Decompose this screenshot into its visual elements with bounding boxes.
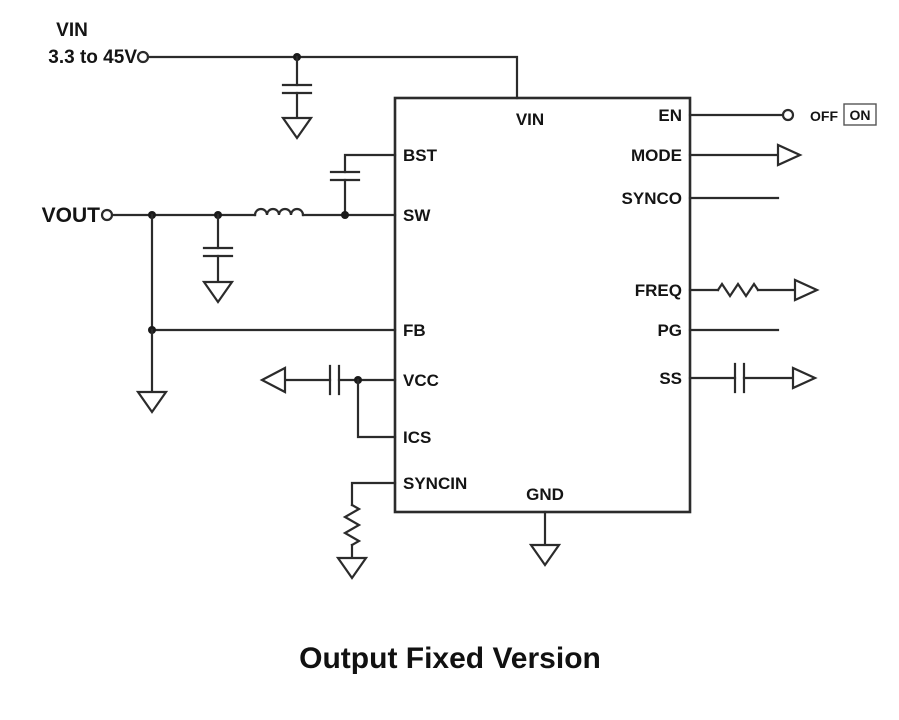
bst-sw-junction-dot	[341, 211, 349, 219]
mode-arrow	[776, 143, 803, 167]
switch-on-label: ON	[850, 107, 871, 123]
pin-label-syncin: SYNCIN	[403, 474, 467, 493]
pin-label-vin: VIN	[516, 110, 544, 129]
input-ground-symbol	[280, 116, 314, 140]
pin-label-freq: FREQ	[635, 281, 682, 300]
pin-label-fb: FB	[403, 321, 426, 340]
syncin-wire	[350, 481, 397, 507]
fb-wire	[150, 213, 397, 332]
pin-label-ics: ICS	[403, 428, 431, 447]
gnd-ground-symbol	[528, 543, 562, 567]
vin-wire	[146, 55, 519, 100]
switch-on-box	[843, 103, 877, 126]
syncin-resistor	[342, 503, 362, 547]
vout-label: VOUT	[42, 204, 101, 227]
ics-wire	[356, 378, 397, 439]
fb-ground-symbol	[135, 390, 169, 414]
input-voltage-range: 3.3 to 45V	[48, 47, 137, 68]
en-terminal-circle	[781, 108, 795, 122]
vin-terminal-circle	[136, 50, 150, 64]
output-capacitor	[202, 246, 234, 258]
pin-label-en: EN	[658, 106, 682, 125]
pin-label-sw: SW	[403, 206, 431, 225]
pin-label-ss: SS	[659, 369, 682, 388]
diagram-caption: Output Fixed Version	[299, 642, 601, 675]
output-inductor	[253, 207, 305, 217]
bst-wire	[343, 153, 397, 174]
ss-arrow	[791, 366, 818, 390]
ic-body	[393, 96, 692, 514]
ss-capacitor	[733, 362, 746, 394]
pin-label-bst: BST	[403, 146, 438, 165]
pin-label-vcc: VCC	[403, 371, 439, 390]
output-ground-symbol	[201, 280, 235, 304]
vcc-left-arrow	[259, 366, 287, 394]
freq-resistor	[716, 282, 760, 298]
syncin-ground-symbol	[335, 556, 369, 580]
vout-terminal-circle	[100, 208, 114, 222]
switch-off-label: OFF	[810, 108, 838, 124]
pin-label-pg: PG	[657, 321, 682, 340]
input-voltage-label: VIN	[56, 20, 88, 41]
input-capacitor	[281, 83, 313, 95]
pin-label-mode: MODE	[631, 146, 682, 165]
pin-label-gnd: GND	[526, 485, 564, 504]
pin-label-synco: SYNCO	[622, 189, 682, 208]
vcc-capacitor	[328, 364, 341, 396]
freq-arrow	[793, 278, 820, 302]
bst-capacitor	[329, 170, 361, 182]
